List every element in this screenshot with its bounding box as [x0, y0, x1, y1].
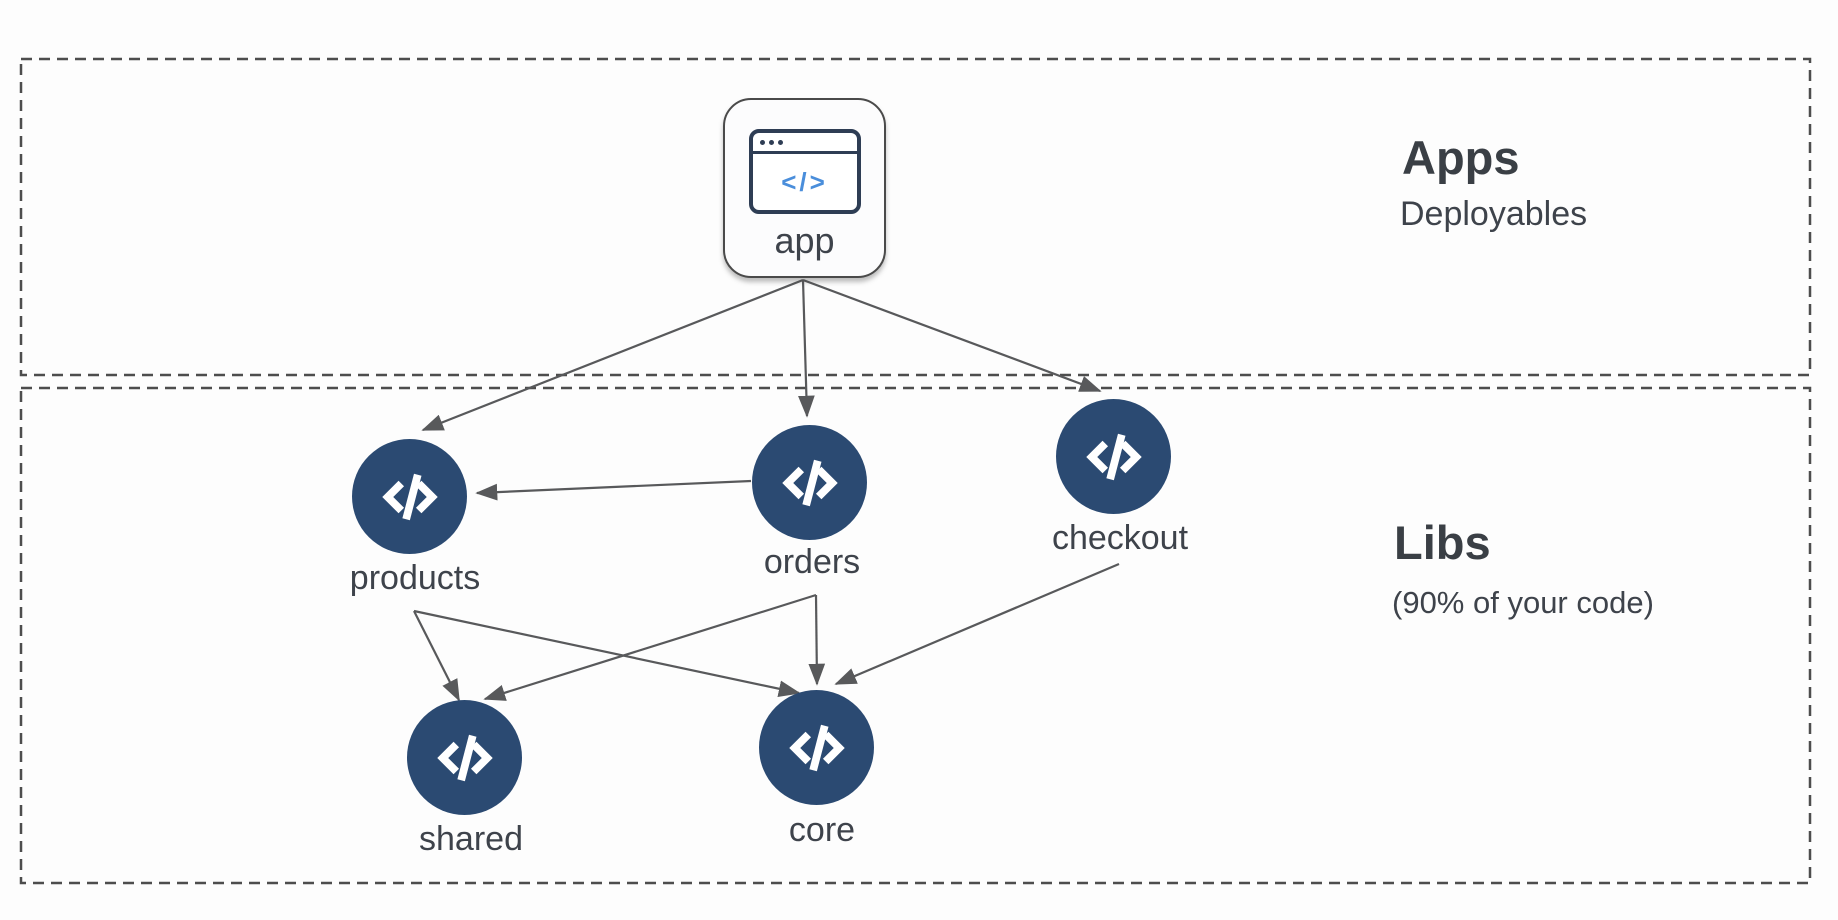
code-icon — [788, 724, 845, 771]
edge-app-orders — [798, 279, 815, 418]
code-icon — [1085, 433, 1142, 480]
node-shared — [407, 700, 522, 815]
node-orders-label: orders — [763, 543, 861, 581]
node-checkout-label: checkout — [1051, 519, 1189, 557]
node-core-label: core — [788, 811, 856, 849]
node-orders — [752, 425, 867, 540]
code-glyph-text: </> — [781, 166, 828, 197]
edge-orders-shared — [483, 593, 817, 701]
node-products — [352, 439, 467, 554]
node-core — [759, 690, 874, 805]
dependency-edges — [413, 278, 1120, 702]
edge-orders-products — [475, 479, 752, 501]
code-icon — [436, 734, 493, 781]
edge-checkout-core — [834, 562, 1120, 686]
node-app: </> app — [723, 98, 886, 278]
browser-icon-header — [752, 133, 857, 154]
apps-section-title: Apps — [1402, 131, 1520, 184]
edge-app-products — [421, 278, 804, 432]
edge-products-shared — [413, 610, 460, 702]
libs-section-subtitle: (90% of your code) — [1392, 585, 1654, 620]
edge-products-core — [413, 609, 801, 697]
node-shared-label: shared — [419, 820, 523, 858]
apps-section-border — [19, 57, 1812, 377]
node-checkout — [1056, 399, 1171, 514]
code-icon — [781, 459, 838, 506]
apps-section-subtitle: Deployables — [1400, 195, 1588, 233]
edge-orders-core — [808, 594, 826, 686]
libs-section-border — [19, 386, 1812, 885]
browser-dot-icon — [777, 139, 783, 145]
edge-app-checkout — [802, 278, 1102, 393]
browser-dot-icon — [768, 139, 774, 145]
libs-section-title: Libs — [1394, 516, 1491, 569]
node-products-label: products — [349, 559, 481, 597]
browser-dot-icon — [759, 139, 765, 145]
code-icon — [381, 473, 438, 520]
node-app-label: app — [774, 220, 835, 261]
browser-code-icon: </> — [748, 129, 861, 214]
